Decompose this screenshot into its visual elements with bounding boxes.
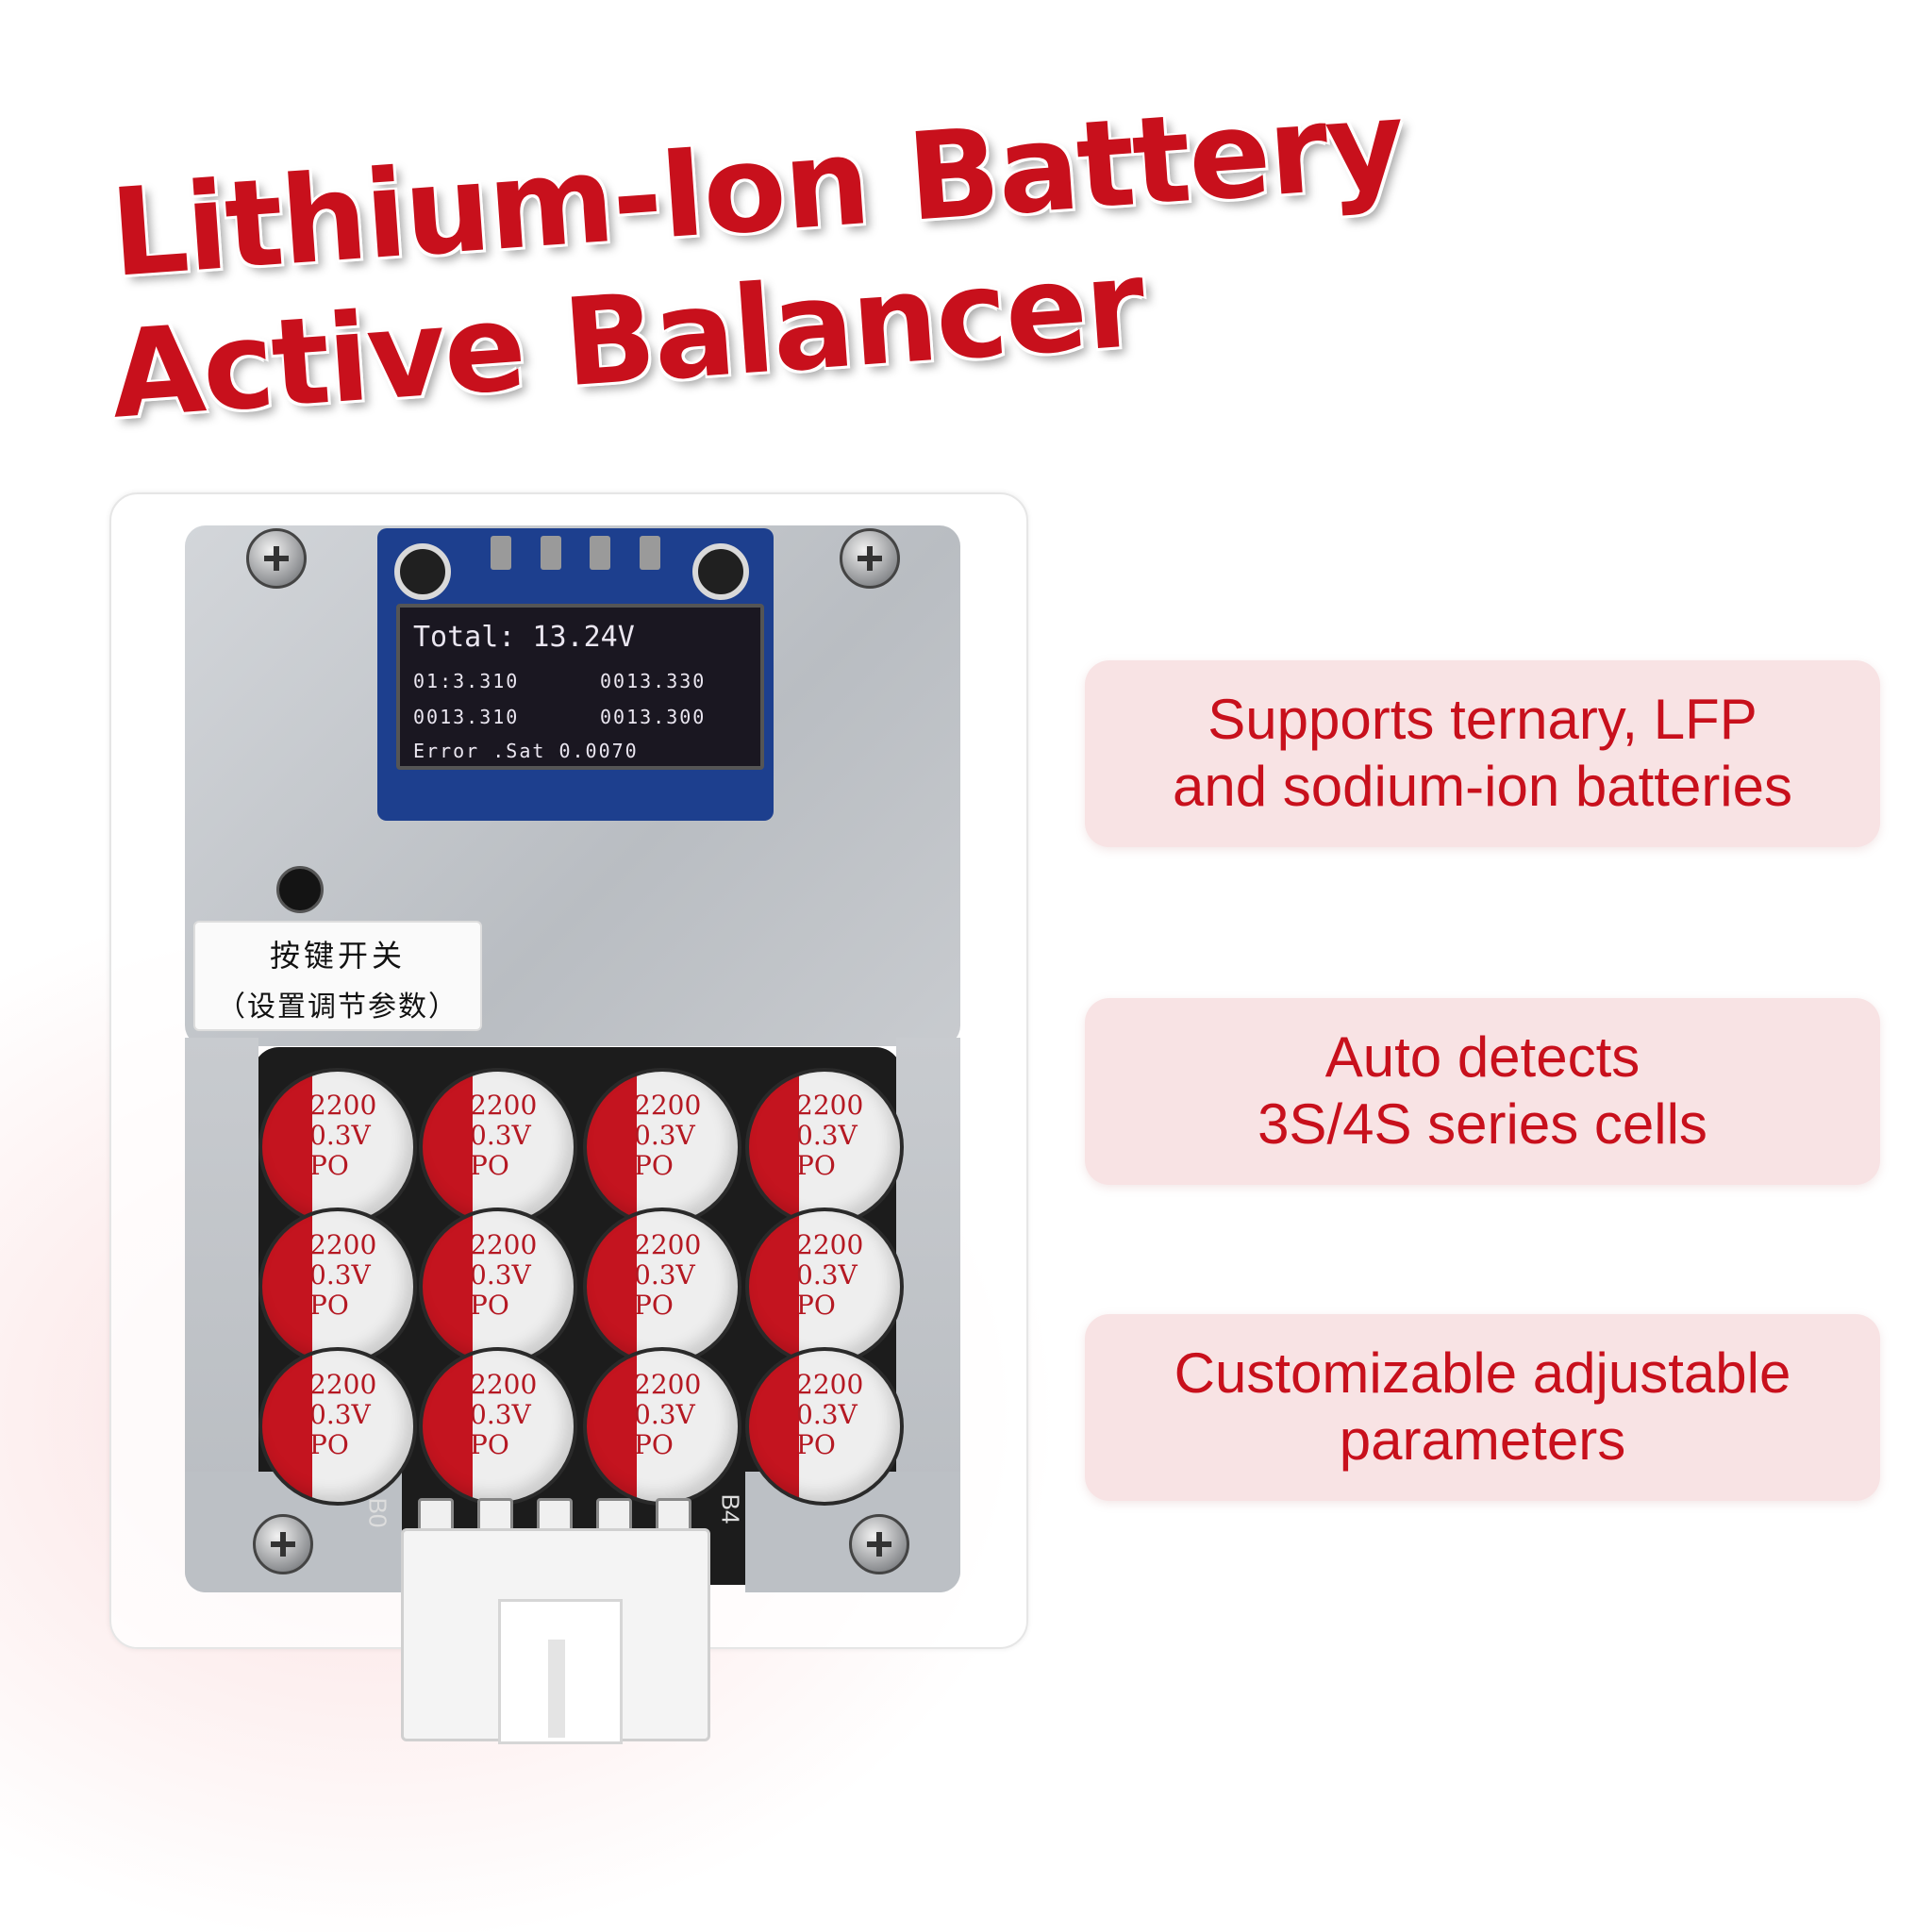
capacitor-marking-line: 2200: [309, 1090, 377, 1121]
capacitor-marking-line: PO: [634, 1290, 674, 1322]
capacitor-marking-line: 0.3V: [634, 1399, 695, 1431]
feature-text: Supports ternary, LFP: [1208, 688, 1757, 752]
feature-text: and sodium-ion batteries: [1172, 755, 1793, 818]
capacitor-marking-line: 0.3V: [634, 1259, 695, 1291]
feature-text: Customizable adjustable: [1174, 1341, 1791, 1406]
feature-card-battery-types: Supports ternary, LFP and sodium-ion bat…: [1085, 660, 1880, 847]
capacitor-marking-line: 0.3V: [470, 1259, 531, 1291]
oled-screen: Total: 13.24V 01:3.310 0013.330 0013.310…: [396, 604, 764, 770]
capacitor-marking-line: 2200: [470, 1369, 538, 1400]
oled-cell-value: 0013.310: [413, 706, 520, 728]
capacitor-marking-line: 0.3V: [309, 1399, 371, 1431]
button-label-line-1: 按键开关: [269, 938, 406, 974]
screw-icon: [253, 1514, 313, 1574]
capacitor-marking-line: PO: [634, 1429, 674, 1461]
header-pins: [491, 536, 660, 574]
capacitor-marking-line: PO: [796, 1429, 836, 1461]
button-label-sticker: 按键开关 （设置调节参数）: [193, 921, 482, 1031]
capacitor-marking-line: 2200: [634, 1229, 702, 1260]
oled-status-row: Error .Sat 0.0070: [413, 740, 639, 762]
capacitor-marking-line: 0.3V: [796, 1259, 858, 1291]
capacitor-marking-line: 0.3V: [796, 1120, 858, 1152]
capacitor-marking-line: 2200: [309, 1369, 377, 1400]
capacitor-marking-line: 2200: [634, 1090, 702, 1121]
oled-row: 01:3.310 0013.330: [413, 670, 704, 692]
balance-connector: [401, 1528, 710, 1744]
capacitor-marking-line: 2200: [796, 1090, 864, 1121]
connector-latch: [498, 1599, 623, 1744]
capacitor-marking-line: PO: [309, 1429, 349, 1461]
screw-icon: [246, 528, 307, 589]
capacitor-marking-line: PO: [470, 1150, 509, 1182]
button-label-line-2: （设置调节参数）: [217, 991, 458, 1024]
capacitor-marking-line: 0.3V: [470, 1120, 531, 1152]
feature-card-auto-detect: Auto detects 3S/4S series cells: [1085, 998, 1880, 1185]
oled-cell-value: 01:3.310: [413, 670, 520, 692]
capacitor-marking-line: 2200: [634, 1369, 702, 1400]
oled-row: 0013.310 0013.300: [413, 706, 704, 728]
feature-text: Auto detects: [1324, 1025, 1641, 1090]
capacitor-marking-line: PO: [470, 1290, 509, 1322]
capacitor-marking-line: PO: [470, 1429, 509, 1461]
capacitor-marking-line: 0.3V: [634, 1120, 695, 1152]
capacitor-marking-line: 0.3V: [470, 1399, 531, 1431]
capacitor-marking-line: PO: [309, 1290, 349, 1322]
capacitor-marking-line: 2200: [470, 1229, 538, 1260]
capacitor-marking-line: 2200: [796, 1229, 864, 1260]
oled-total-voltage: Total: 13.24V: [413, 621, 635, 654]
oled-cell-value: 0013.330: [600, 670, 707, 692]
capacitor-marking-line: 2200: [309, 1229, 377, 1260]
screw-icon: [849, 1514, 909, 1574]
push-button: [276, 866, 324, 913]
capacitor-marking-line: PO: [309, 1150, 349, 1182]
capacitor-marking-line: PO: [634, 1150, 674, 1182]
feature-text: parameters: [1339, 1408, 1626, 1472]
capacitor-marking-line: 0.3V: [309, 1120, 371, 1152]
pin-label-left: B0: [363, 1497, 392, 1528]
feature-card-parameters: Customizable adjustable parameters: [1085, 1314, 1880, 1501]
mount-hole: [692, 543, 749, 600]
feature-text: 3S/4S series cells: [1257, 1092, 1707, 1156]
capacitor-marking-line: 2200: [470, 1090, 538, 1121]
capacitor-marking-line: PO: [796, 1150, 836, 1182]
pin-label-right: B4: [716, 1493, 745, 1524]
capacitor-marking-line: PO: [796, 1290, 836, 1322]
capacitor-marking-line: 0.3V: [309, 1259, 371, 1291]
capacitor-marking-line: 0.3V: [796, 1399, 858, 1431]
mount-hole: [394, 543, 451, 600]
screw-icon: [840, 528, 900, 589]
capacitor-marking-line: 2200: [796, 1369, 864, 1400]
oled-cell-value: 0013.300: [600, 706, 707, 728]
